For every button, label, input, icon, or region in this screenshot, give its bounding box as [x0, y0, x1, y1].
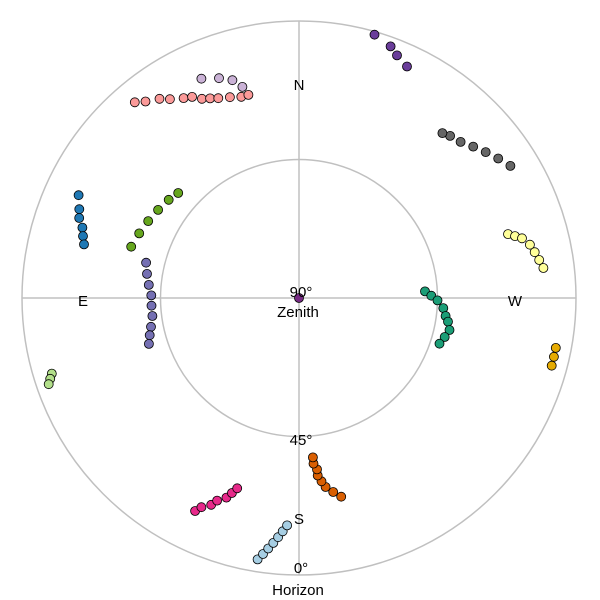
- series-14-point-2: [517, 233, 527, 244]
- series-11-point-3: [369, 29, 380, 40]
- series-13-point-5: [187, 92, 198, 102]
- series-2-point-4: [146, 300, 157, 311]
- series-12-point-2: [214, 73, 224, 84]
- series-14-point-6: [538, 263, 549, 273]
- series-8-point-6: [282, 520, 293, 531]
- series-4-point-5: [173, 188, 184, 198]
- ring-label-45: 45°: [290, 432, 313, 449]
- series-0-point-2: [432, 295, 443, 306]
- series-15-point-0: [294, 293, 304, 303]
- series-4-point-2: [143, 216, 154, 227]
- series-5-point-2: [550, 342, 561, 353]
- series-7-point-4: [455, 136, 466, 147]
- series-1-point-1: [328, 487, 339, 497]
- series-1-point-7: [307, 452, 318, 463]
- series-0-point-8: [434, 338, 445, 349]
- series-12-point-0: [237, 82, 248, 92]
- series-2-point-6: [146, 321, 156, 332]
- series-13-point-6: [196, 93, 207, 104]
- series-2-point-3: [146, 290, 157, 301]
- series-14-point-3: [525, 239, 535, 250]
- series-13-point-11: [243, 90, 254, 100]
- series-13-point-3: [164, 94, 175, 105]
- series-9-point-3: [77, 222, 88, 233]
- series-9-point-1: [74, 204, 85, 215]
- series-9-point-0: [73, 190, 84, 201]
- series-13-point-9: [224, 92, 235, 103]
- ring-label-90: 90°: [290, 284, 313, 301]
- data-marks: [43, 29, 561, 565]
- series-5-point-1: [549, 351, 559, 362]
- series-7-point-6: [437, 128, 448, 139]
- series-0-point-7: [439, 332, 450, 342]
- series-7-point-3: [468, 141, 479, 152]
- series-2-point-7: [144, 330, 155, 341]
- series-4-point-4: [163, 194, 174, 205]
- series-11-point-0: [402, 61, 412, 72]
- series-4-point-1: [134, 228, 145, 239]
- series-13-point-2: [154, 93, 165, 104]
- series-11-point-2: [385, 41, 396, 52]
- compass-label-west: W: [508, 293, 523, 310]
- series-2-point-8: [143, 338, 154, 349]
- compass-label-east: E: [78, 293, 88, 310]
- series-7-point-2: [480, 147, 491, 158]
- series-5-point-0: [546, 360, 557, 371]
- series-4-point-3: [153, 204, 164, 215]
- axis-labels: N E W S 90° Zenith 45° 0° Horizon: [78, 77, 523, 599]
- series-10-point-2: [43, 379, 54, 390]
- series-7-point-0: [505, 160, 516, 171]
- series-2-point-2: [143, 279, 154, 290]
- series-3-point-3: [212, 495, 223, 506]
- series-9-point-4: [78, 231, 88, 242]
- series-0-point-6: [444, 325, 455, 335]
- series-14-point-4: [529, 247, 540, 258]
- compass-label-south: S: [294, 511, 304, 528]
- series-2-point-1: [142, 268, 152, 279]
- series-7-point-1: [493, 153, 504, 164]
- series-9-point-2: [74, 213, 85, 223]
- compass-label-north: N: [294, 77, 305, 94]
- series-0-point-5: [443, 316, 453, 327]
- series-11-point-1: [392, 50, 402, 61]
- series-4-point-0: [126, 241, 137, 252]
- series-13-point-8: [213, 93, 224, 104]
- series-13-point-7: [205, 93, 216, 104]
- series-2-point-0: [141, 257, 152, 268]
- series-1-point-0: [336, 491, 347, 502]
- series-9-point-5: [79, 239, 89, 250]
- series-14-point-5: [534, 255, 545, 265]
- series-3-point-6: [232, 483, 243, 494]
- ring-caption-zenith: Zenith: [277, 304, 319, 321]
- ring-caption-horizon: Horizon: [272, 582, 324, 599]
- series-2-point-5: [147, 311, 158, 321]
- ring-label-0: 0°: [294, 560, 308, 577]
- series-13-point-0: [129, 97, 140, 108]
- series-13-point-4: [178, 93, 189, 103]
- series-3-point-1: [196, 502, 207, 513]
- series-13-point-1: [140, 96, 151, 107]
- series-12-point-1: [227, 75, 238, 86]
- series-12-point-3: [196, 73, 207, 84]
